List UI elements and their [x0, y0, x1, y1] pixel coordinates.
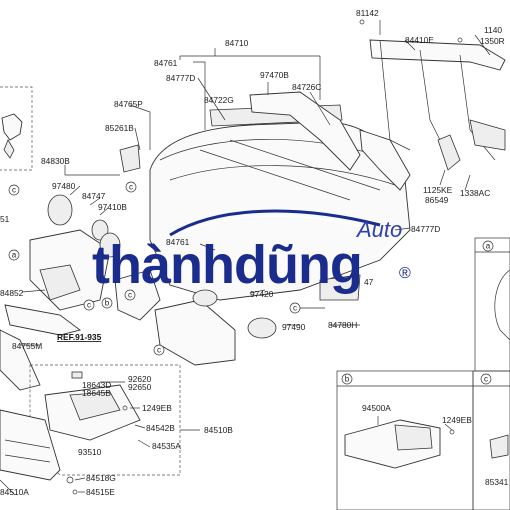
watermark-logo: thànhdũng Auto ®	[92, 209, 411, 295]
detail-box-top-left: c	[0, 86, 33, 196]
label-84410e: 84410E	[405, 35, 434, 45]
label-84777d-right: 84777D	[411, 224, 440, 234]
callout-a	[8, 249, 20, 261]
callout-c	[83, 299, 95, 311]
label-1249eb-glovebox: 1249EB	[142, 403, 172, 413]
label-84510b: 84510B	[204, 425, 233, 435]
label-84518g: 84518G	[86, 473, 116, 483]
label-97480: 97480	[52, 181, 76, 191]
watermark-registered-mark: ®	[399, 265, 411, 282]
detail-box-b: b	[336, 370, 474, 510]
label-84535a: 84535A	[152, 441, 181, 451]
label-1125ke: 1125KE	[423, 185, 453, 195]
label-92650: 92650	[128, 382, 152, 392]
watermark-brand-text: thànhdũng	[92, 235, 362, 295]
center-lower-parts: c c	[153, 274, 361, 366]
label-1350r: 1350R	[480, 36, 505, 46]
label-92620: 92620	[128, 374, 152, 384]
label-97490: 97490	[282, 322, 306, 332]
label-84777d-top: 84777D	[166, 73, 195, 83]
label-1338ac: 1338AC	[460, 188, 490, 198]
label-84755m: 84755M	[12, 341, 42, 351]
label-81142: 81142	[356, 8, 379, 18]
label-84747: 84747	[82, 191, 106, 201]
label-97420: 97420	[250, 289, 274, 299]
label-84780h: 84780H	[328, 320, 357, 330]
svg-text:a: a	[486, 242, 491, 251]
label-85341: 85341	[485, 477, 509, 487]
label-97470b: 97470B	[260, 70, 289, 80]
svg-text:a: a	[12, 251, 17, 260]
label-84852: 84852	[0, 288, 24, 298]
svg-text:c: c	[129, 183, 133, 192]
detail-box-c: c	[472, 370, 510, 510]
label-84830b: 84830B	[41, 156, 70, 166]
label-94500a: 94500A	[362, 403, 391, 413]
label-86549: 86549	[425, 195, 449, 205]
svg-text:c: c	[484, 375, 488, 384]
label-97410b: 97410B	[98, 202, 127, 212]
svg-text:c: c	[87, 301, 91, 310]
label-84761-mid: 84761	[166, 237, 190, 247]
label-84710: 84710	[225, 38, 249, 48]
label-1249eb-box-b: 1249EB	[442, 415, 472, 425]
callout-b	[341, 373, 353, 385]
svg-text:c: c	[128, 291, 132, 300]
svg-text:b: b	[345, 375, 350, 384]
label-18645b: 18645B	[82, 388, 111, 398]
callout-c	[480, 373, 492, 385]
label-84515e: 84515E	[86, 487, 115, 497]
watermark-auto-text: Auto	[355, 217, 402, 242]
label-18643d: 18643D	[82, 380, 111, 390]
svg-text:b: b	[105, 299, 110, 308]
detail-box-a: a	[474, 237, 510, 372]
label-ref-91-935: REF.91-935	[57, 332, 102, 342]
callout-c	[125, 181, 137, 193]
callout-c	[8, 184, 20, 196]
label-51: 51	[0, 214, 10, 224]
svg-text:c: c	[157, 346, 161, 355]
callout-c	[153, 344, 165, 356]
cowl-cross-bar	[359, 19, 506, 171]
label-1140: 1140	[484, 25, 502, 35]
label-85261b: 85261B	[105, 123, 134, 133]
svg-text:c: c	[12, 186, 16, 195]
callout-b	[101, 297, 113, 309]
callout-a	[482, 240, 494, 252]
label-84765p: 84765P	[114, 99, 143, 109]
glove-box-group	[0, 364, 181, 496]
part-labels: 81142 1140 1350R 84410E 84710 84761 8477…	[0, 8, 509, 497]
svg-text:c: c	[293, 304, 297, 313]
label-84722g: 84722G	[204, 95, 234, 105]
label-84510a: 84510A	[0, 487, 29, 497]
label-47: 47	[364, 277, 374, 287]
callout-c	[124, 289, 136, 301]
label-84726c: 84726C	[292, 82, 321, 92]
label-84542b: 84542B	[146, 423, 175, 433]
label-93510: 93510	[78, 447, 102, 457]
leader-lines	[20, 20, 491, 493]
label-84761-top: 84761	[154, 58, 178, 68]
